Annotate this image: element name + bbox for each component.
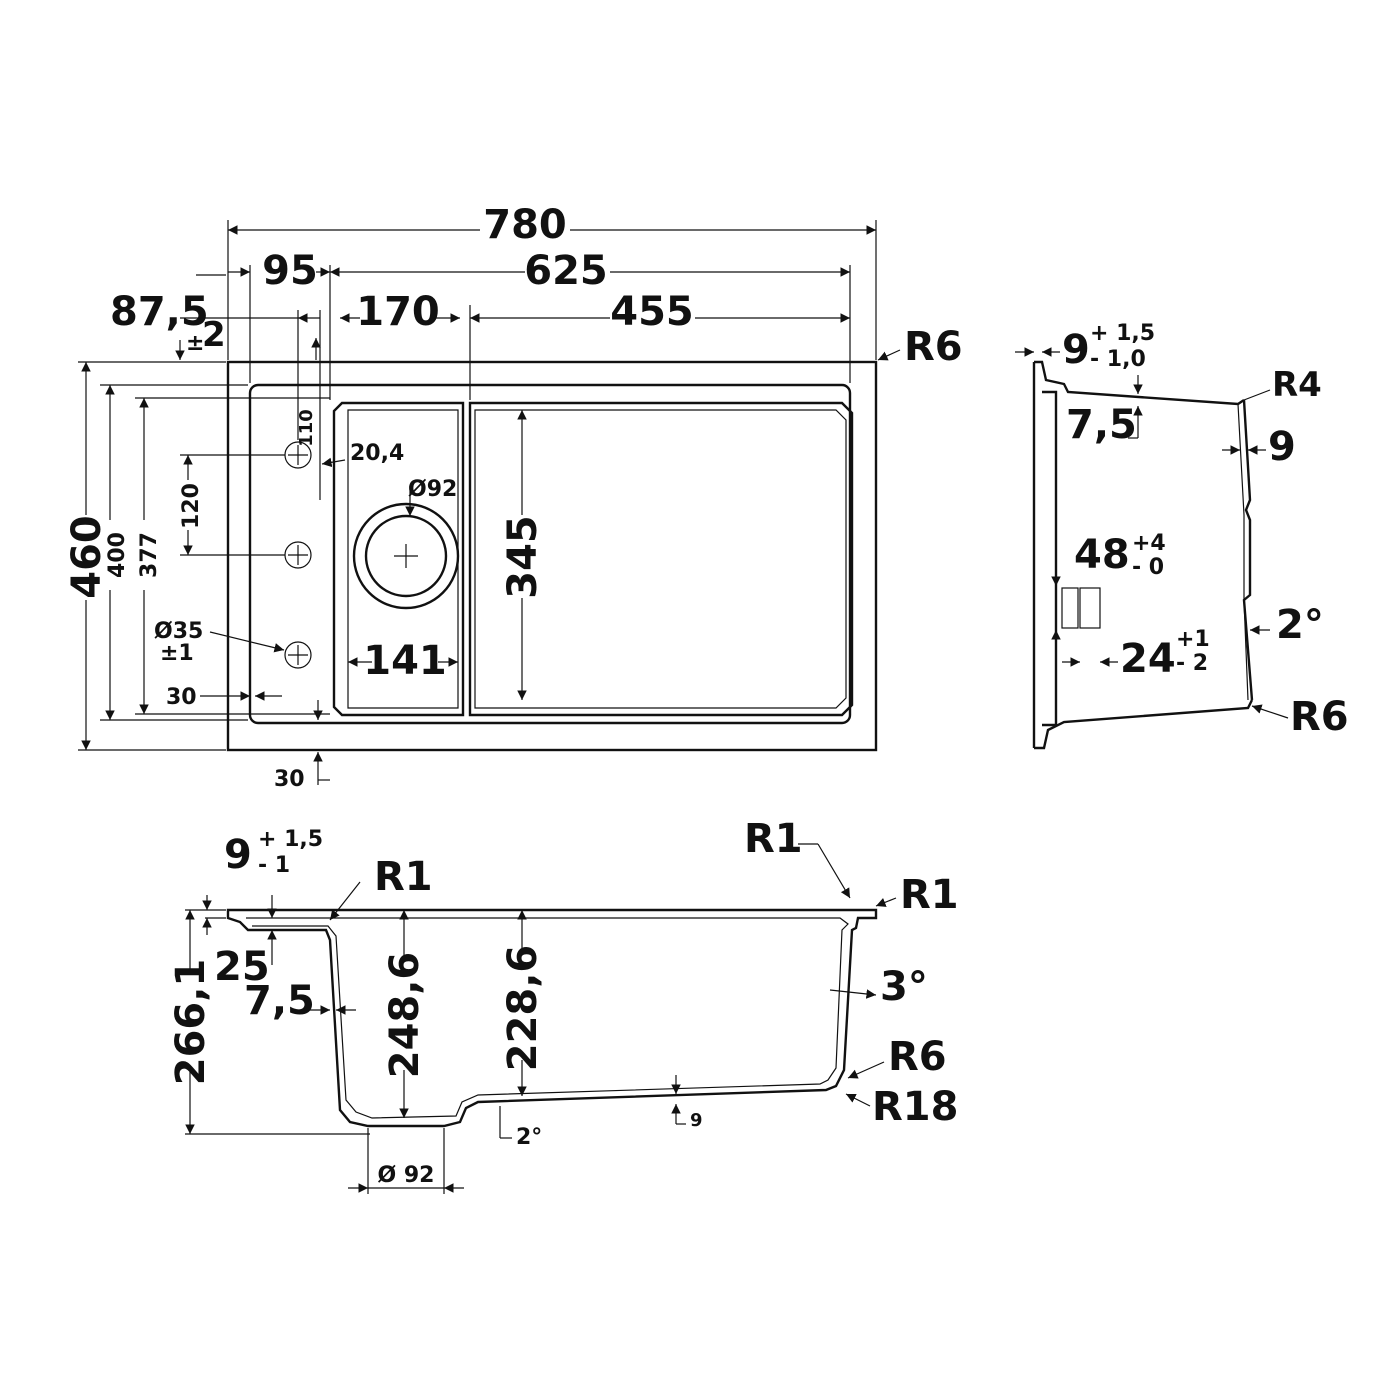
sec-dim-r1-left: R1	[374, 854, 433, 900]
side-dim-24-tol-minus: - 2	[1176, 651, 1208, 676]
side-profile-wall	[1042, 390, 1058, 727]
drain-inner-circle	[364, 514, 448, 598]
side-view: 9 + 1,5 - 1,0 R4 7,5 9 48 +4 - 0 2° 24 +…	[1015, 321, 1349, 750]
dim-110: 110	[296, 409, 317, 447]
side-dim-48-tol-minus: - 0	[1132, 555, 1164, 580]
side-dim-r6: R6	[1290, 694, 1349, 740]
dim-345: 345	[500, 515, 546, 599]
dim-377: 377	[137, 532, 162, 578]
large-bowl-inner	[474, 409, 847, 709]
side-dim-24: 24	[1120, 636, 1176, 682]
tap-hole-bottom	[284, 641, 312, 669]
dim-o35: Ø35	[154, 619, 203, 644]
drain-outer-circle	[352, 502, 460, 610]
dim-780: 780	[483, 202, 567, 248]
dim-95: 95	[262, 248, 318, 294]
dim-30-bottom: 30	[274, 767, 305, 792]
sec-dim-7-5: 7,5	[244, 978, 315, 1024]
dim-2: 2	[202, 315, 226, 355]
sec-dim-r1-right: R1	[900, 872, 959, 918]
sec-dim-o92: Ø 92	[378, 1163, 435, 1188]
sec-dim-3deg: 3°	[880, 964, 928, 1010]
dim-o35-tol: ±1	[160, 641, 194, 666]
dim-o92-top: Ø92	[408, 477, 457, 502]
dim-120: 120	[179, 483, 204, 529]
side-dim-9-tol-minus: - 1,0	[1090, 347, 1146, 372]
section-profile-outer	[226, 908, 878, 1128]
dim-r6-top: R6	[904, 324, 963, 370]
sec-dim-9-small: 9	[690, 1110, 703, 1131]
sec-dim-248-6: 248,6	[382, 952, 428, 1079]
sec-dim-9-tol-plus: + 1,5	[258, 827, 323, 852]
dim-141: 141	[363, 638, 447, 684]
side-dim-48-tol-plus: +4	[1132, 531, 1166, 556]
dim-460: 460	[64, 515, 110, 599]
side-dim-24-tol-plus: +1	[1176, 627, 1210, 652]
side-profile-inner	[1237, 403, 1249, 701]
dim-625: 625	[524, 248, 608, 294]
side-dim-2deg: 2°	[1276, 602, 1324, 648]
dim-20-4: 20,4	[350, 441, 404, 466]
section-profile-inner	[246, 917, 849, 1119]
sink-outline	[226, 360, 878, 752]
sec-dim-2deg: 2°	[516, 1125, 542, 1150]
dim-170: 170	[356, 289, 440, 335]
dim-2-pm: ±	[186, 331, 204, 356]
sink-inner-rim	[248, 383, 852, 725]
sec-dim-r6: R6	[888, 1034, 947, 1080]
dim-87-5: 87,5	[110, 289, 209, 335]
side-dim-r4: R4	[1272, 365, 1322, 405]
small-bowl	[332, 401, 465, 717]
sec-dim-228-6: 228,6	[500, 945, 546, 1072]
sec-dim-25: 25	[214, 944, 270, 990]
side-dim-9b: 9	[1268, 424, 1296, 470]
dim-455: 455	[610, 289, 694, 335]
dim-400: 400	[105, 532, 130, 578]
side-dim-9-tol-plus: + 1,5	[1090, 321, 1155, 346]
sec-dim-266-1: 266,1	[168, 959, 214, 1086]
section-view: 9 + 1,5 - 1 R1 25 7,5 266,1 248,6 228,6 …	[168, 816, 959, 1194]
sec-dim-r1-top: R1	[744, 816, 803, 862]
small-bowl-inner	[347, 409, 459, 709]
sec-dim-r18: R18	[872, 1084, 958, 1130]
sec-dim-9-tol-minus: - 1	[258, 853, 290, 878]
top-view: 780 95 625 87,5 170 455 ± 2 R6 460 400	[64, 202, 963, 792]
side-profile-back	[1242, 399, 1254, 701]
side-dim-7-5: 7,5	[1066, 402, 1137, 448]
large-bowl	[468, 401, 854, 717]
sec-dim-9: 9	[224, 832, 252, 878]
side-dim-48: 48	[1074, 532, 1130, 578]
dim-30-left: 30	[166, 685, 197, 710]
side-dim-9: 9	[1062, 327, 1090, 373]
